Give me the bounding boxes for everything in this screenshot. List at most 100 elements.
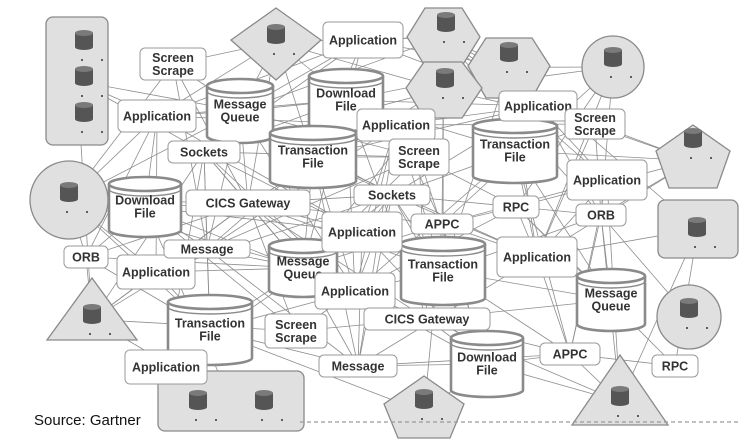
cylinder-label: Message: [277, 255, 330, 269]
label-text: ORB: [587, 209, 615, 223]
database-icon: [604, 47, 632, 78]
label-box-msg2: Message: [318, 354, 398, 378]
cylinder-label: File: [134, 207, 156, 221]
database-icon: [611, 386, 639, 417]
cylinder-label: Message: [585, 287, 638, 301]
connection-line: [536, 123, 596, 258]
cylinder-label: Message: [214, 98, 267, 112]
server-node-tower-left: [45, 16, 109, 146]
label-box-rpc2: RPC: [651, 354, 699, 378]
server-node-circle-left: [29, 160, 109, 240]
label-text: Application: [504, 100, 572, 114]
label-box-app10: Application: [124, 349, 208, 385]
cylinder-label: File: [432, 271, 454, 285]
database-icon: [500, 42, 528, 73]
label-text: Application: [321, 285, 389, 299]
label-box-orb2: ORB: [575, 203, 627, 227]
label-text: Application: [122, 266, 190, 280]
label-text: Screen: [152, 51, 194, 65]
label-text: Scrape: [152, 64, 194, 78]
cylinder-label: File: [302, 157, 324, 171]
server-node-triangle-left: [45, 276, 139, 341]
label-box-app5: Application: [566, 159, 648, 201]
cylinder-label: File: [199, 330, 221, 344]
database-icon: [688, 217, 716, 248]
label-text: Application: [503, 251, 571, 265]
label-text: Scrape: [398, 157, 440, 171]
cylinder-label: File: [476, 364, 498, 378]
label-box-app4: Application: [498, 90, 578, 122]
label-box-app8: Application: [116, 254, 196, 290]
connection-line: [206, 156, 420, 250]
label-text: Application: [362, 119, 430, 133]
cylinder-label: Download: [316, 87, 376, 101]
database-icon: [684, 128, 712, 159]
database-icon: [415, 389, 443, 420]
database-icon: [75, 66, 103, 97]
database-icon: [437, 12, 465, 43]
connection-line: [206, 248, 359, 367]
server-node-circle-right: [656, 284, 722, 350]
label-text: Message: [181, 243, 234, 257]
label-text: CICS Gateway: [206, 197, 291, 211]
cylinder-label: Download: [457, 351, 517, 365]
label-text: Application: [123, 110, 191, 124]
cylinder-label: Queue: [592, 300, 631, 314]
cylinder-label: Transaction: [480, 138, 550, 152]
label-text: RPC: [662, 360, 688, 374]
database-icon: [75, 30, 103, 61]
server-node-diamond-top: [229, 7, 323, 81]
label-text: Screen: [574, 111, 616, 125]
label-box-rpc1: RPC: [492, 195, 540, 219]
label-text: RPC: [503, 201, 529, 215]
label-box-orb1: ORB: [63, 245, 109, 269]
label-box-app7: Application: [496, 236, 578, 278]
label-box-cics2: CICS Gateway: [363, 307, 491, 331]
label-text: Application: [328, 226, 396, 240]
label-text: ORB: [72, 251, 100, 265]
source-note: Source: Gartner: [34, 412, 141, 429]
label-box-app6: Application: [321, 211, 403, 253]
cylinder-label: File: [335, 100, 357, 114]
database-icon: [267, 24, 295, 55]
label-box-appc1: APPC: [410, 213, 474, 235]
label-text: APPC: [553, 348, 588, 362]
data-store-cylinders: MessageQueueMessageQueueMessageQueueDown…: [107, 67, 647, 399]
label-text: Scrape: [275, 331, 317, 345]
label-text: APPC: [425, 218, 460, 232]
label-box-sock2: Sockets: [353, 184, 431, 206]
server-node-pentagon-right: [655, 124, 731, 189]
server-nodes: [29, 7, 739, 439]
label-text: Message: [332, 360, 385, 374]
server-node-square-right: [657, 199, 739, 259]
database-icon: [83, 304, 111, 335]
label-box-app9: Application: [314, 272, 396, 310]
database-icon: [680, 298, 708, 329]
interface-labels: ApplicationApplicationApplicationApplica…: [63, 21, 699, 385]
label-box-appc2: APPC: [539, 342, 601, 366]
label-box-msg1: Message: [163, 239, 251, 259]
cylinder-label: Transaction: [175, 317, 245, 331]
label-text: Screen: [398, 144, 440, 158]
cylinder-label: Transaction: [278, 144, 348, 158]
cylinder-label: Download: [115, 194, 175, 208]
database-icon: [60, 182, 88, 213]
label-text: Sockets: [368, 189, 416, 203]
label-text: Application: [132, 361, 200, 375]
label-text: Screen: [275, 318, 317, 332]
label-box-app1: Application: [322, 21, 404, 59]
label-text: CICS Gateway: [385, 313, 470, 327]
cylinder-label: Queue: [221, 111, 260, 125]
